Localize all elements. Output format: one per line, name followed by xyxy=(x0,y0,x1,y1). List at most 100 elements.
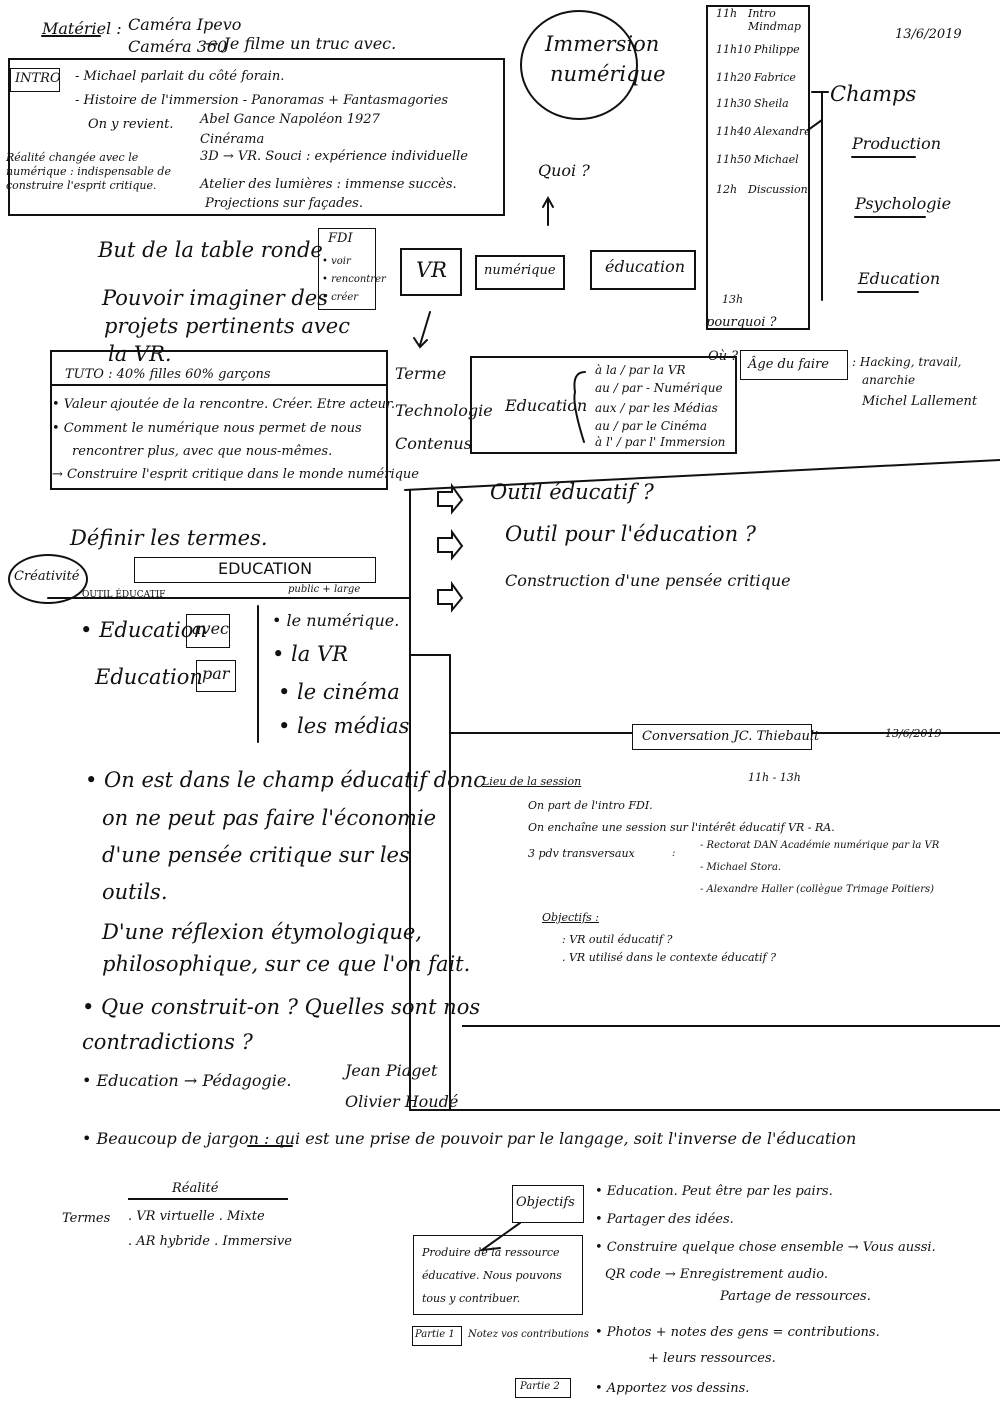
materiel-line-2: Caméra 360 xyxy=(128,37,228,56)
tuto-item-3: rencontrer plus, avec que nous-mêmes. xyxy=(72,444,333,459)
notes-jargon: • Beaucoup de jargon : qui est une prise… xyxy=(82,1129,857,1148)
objectifs-item-2: • Partager des idées. xyxy=(595,1212,734,1227)
schedule-time: 11h10 xyxy=(716,43,752,56)
schedule-name: Discussion xyxy=(748,183,808,196)
title-circle-line-1: Immersion xyxy=(545,32,660,56)
age-author: Michel Lallement xyxy=(862,394,978,409)
partie1-label: Partie 1 xyxy=(415,1329,455,1340)
notes-line-7: • Que construit-on ? Quelles sont nos xyxy=(82,995,481,1019)
conversation-objectif-2: . VR utilisé dans le contexte éducatif ? xyxy=(562,951,776,964)
conversation-pdv-label: 3 pdv transversaux xyxy=(528,847,635,860)
schedule-name: Alexandre xyxy=(754,125,811,138)
title-circle xyxy=(520,10,638,120)
schedule-time: 11h30 xyxy=(716,97,752,110)
fdi-item-rencontrer: • rencontrer xyxy=(322,274,386,285)
conversation-title: Conversation JC. Thiebault xyxy=(642,729,820,744)
tuto-item-1: • Valeur ajoutée de la rencontre. Créer.… xyxy=(52,397,395,412)
champs-item-education: Education xyxy=(858,269,941,288)
notes-line-4: outils. xyxy=(102,880,168,904)
par-box xyxy=(196,660,236,692)
materiel-line-1: Caméra Ipevo xyxy=(128,15,242,34)
definir-title: Définir les termes. xyxy=(70,526,268,550)
conversation-pdv-colon: : xyxy=(672,848,676,859)
numerique-box xyxy=(475,255,565,290)
outil-question-3: Construction d'une pensée critique xyxy=(505,571,791,590)
conversation-line-1: On part de l'intro FDI. xyxy=(528,799,653,812)
schedule-name: Sheila xyxy=(754,97,789,110)
objectifs-item-5: Partage de ressources. xyxy=(720,1289,871,1304)
objectifs-item-4: QR code → Enregistrement audio. xyxy=(605,1267,828,1282)
education-avec-label: • Education xyxy=(80,618,207,642)
par-label: par xyxy=(202,664,230,683)
outil-question-2: Outil pour l'éducation ? xyxy=(505,522,757,546)
age-note-1: : Hacking, travail, xyxy=(852,355,962,369)
but-text-2: projets pertinents avec xyxy=(104,314,350,338)
education-par-label: Education xyxy=(95,665,203,689)
tuto-title: TUTO : 40% filles 60% garçons xyxy=(65,367,271,382)
intro-line-6: Atelier des lumières : immense succès. xyxy=(200,177,457,192)
intro-line-5: 3D → VR. Souci : expérience individuelle xyxy=(200,149,468,164)
schedule-time: 11h xyxy=(716,7,738,20)
conversation-date: 13/6/2019 xyxy=(885,727,942,740)
education-keyword-box xyxy=(590,250,696,290)
schedule-time: 12h xyxy=(716,183,738,196)
quoi-label: Quoi ? xyxy=(538,161,590,180)
schedule-name: Michael xyxy=(754,153,799,166)
but-text-1: Pouvoir imaginer des xyxy=(102,286,329,310)
champs-item-psychologie: Psychologie xyxy=(855,194,952,213)
pourquoi-label: pourquoi ? xyxy=(706,315,777,330)
realite-termes: Termes xyxy=(62,1211,111,1226)
schedule-time: 13h xyxy=(722,293,744,306)
public-large-label: public + large xyxy=(288,584,361,595)
champs-title: Champs xyxy=(830,82,917,106)
intro-line-3: Abel Gance Napoléon 1927 xyxy=(200,112,380,127)
partie1-note: Notez vos contributions xyxy=(468,1329,589,1340)
education-keyword: éducation xyxy=(605,257,685,276)
tuto-divider xyxy=(50,384,388,386)
conversation-pdv-item: - Michael Stora. xyxy=(700,862,782,873)
conversation-pdv-item: - Rectorat DAN Académie numérique par la… xyxy=(700,840,940,851)
schedule-name: Fabrice xyxy=(754,71,796,84)
fdi-item-creer: • créer xyxy=(322,292,359,303)
realite-title: Réalité xyxy=(172,1181,219,1196)
tuto-side-technologie: Technologie xyxy=(395,401,493,420)
page-date: 13/6/2019 xyxy=(895,27,962,42)
fdi-item-voir: • voir xyxy=(322,256,351,267)
creativite-label: Créativité xyxy=(14,569,80,584)
notes-line-11: Olivier Houdé xyxy=(345,1092,459,1111)
schedule-time: 11h50 xyxy=(716,153,752,166)
conversation-line-2: On enchaîne une session sur l'intérêt éd… xyxy=(528,821,835,834)
notes-line-6: philosophique, sur ce que l'on fait. xyxy=(102,952,471,976)
notes-line-8: contradictions ? xyxy=(82,1030,253,1054)
fdi-title: FDI xyxy=(328,231,353,246)
notes-line-1: • On est dans le champ éducatif donc xyxy=(85,768,486,792)
intro-note-3: construire l'esprit critique. xyxy=(6,179,157,192)
avec-box xyxy=(186,614,230,648)
production-line-1: Produire de la ressource xyxy=(422,1246,560,1259)
title-circle-line-2: numérique xyxy=(550,62,666,86)
definir-list-numerique: • le numérique. xyxy=(272,611,400,630)
notes-line-2: on ne peut pas faire l'économie xyxy=(102,806,437,830)
partie1-box xyxy=(412,1326,462,1346)
education-branch: à l' / par l' Immersion xyxy=(595,435,726,449)
intro-note-2: numérique : indispensable de xyxy=(6,165,171,178)
education-branches-label: Education xyxy=(505,396,588,415)
schedule-time: 11h40 xyxy=(716,125,752,138)
tuto-side-terme: Terme xyxy=(395,364,447,383)
intro-note-1: Réalité changée avec le xyxy=(6,151,139,164)
conversation-title-box xyxy=(632,724,812,750)
intro-line-2: - Histoire de l'immersion - Panoramas + … xyxy=(75,93,449,108)
realite-underline xyxy=(128,1198,288,1200)
notes-line-10: Jean Piaget xyxy=(345,1061,438,1080)
intro-line-4: Cinérama xyxy=(200,132,265,147)
production-line-3: tous y contribuer. xyxy=(422,1292,521,1305)
intro-box xyxy=(8,58,505,216)
partie2-label: Partie 2 xyxy=(520,1381,560,1392)
vr-box xyxy=(400,248,462,296)
conversation-hours: 11h - 13h xyxy=(748,771,801,784)
film-note-text: Je filme un truc avec. xyxy=(223,34,397,53)
realite-row-1: . VR virtuelle . Mixte xyxy=(128,1209,265,1224)
age-note-2: anarchie xyxy=(862,373,916,387)
definir-list-cinema: • le cinéma xyxy=(278,680,400,704)
